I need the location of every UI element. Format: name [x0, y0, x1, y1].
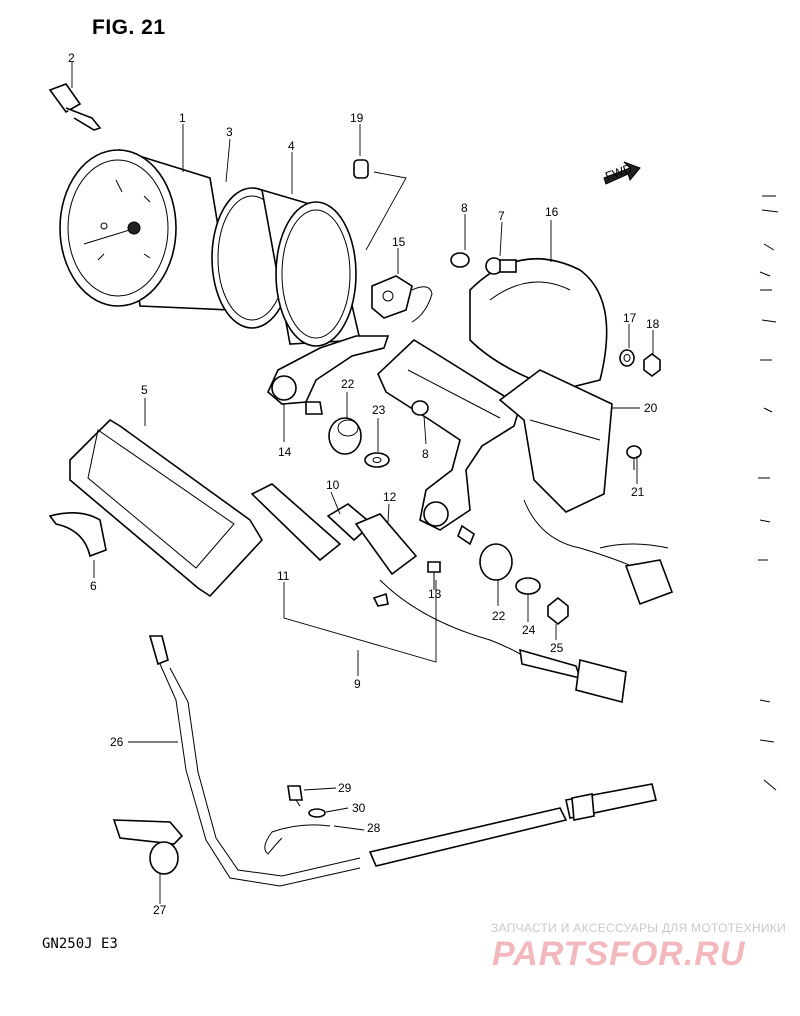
callout-21: 21 [631, 485, 645, 499]
part-16-indicator-housing [469, 258, 608, 391]
callout-5: 5 [141, 383, 148, 397]
part-7-socket [485, 257, 517, 275]
part-22-grommet-upper [328, 417, 362, 455]
callout-22-upper: 22 [341, 377, 355, 391]
leader-lines [71, 62, 654, 904]
part-21-screw [626, 445, 642, 470]
callout-28: 28 [367, 821, 381, 835]
callout-30: 30 [352, 801, 366, 815]
part-23-washer [364, 452, 390, 468]
part-17-washer [619, 349, 635, 367]
part-24-washer [515, 577, 541, 595]
callout-4: 4 [288, 139, 295, 153]
part-18-nut [643, 353, 661, 377]
part-11-switch-case [250, 483, 342, 562]
part-14-bracket [267, 335, 390, 415]
callout-16: 16 [545, 205, 559, 219]
part-29-bolt [287, 785, 303, 807]
part-26-speedometer-cable [148, 635, 657, 887]
watermark-logo: PARTSFOR.RU [492, 935, 746, 973]
part-9-harness [379, 579, 627, 704]
part-30-washer [308, 808, 326, 818]
model-code: GN250J E3 [42, 936, 118, 952]
callout-6: 6 [90, 579, 97, 593]
callout-15: 15 [392, 235, 406, 249]
callout-1: 1 [179, 111, 186, 125]
part-13-screw-b [372, 592, 389, 607]
callout-23: 23 [372, 403, 386, 417]
callout-26: 26 [110, 735, 124, 749]
callout-25: 25 [550, 641, 564, 655]
part-2-cable-nut [48, 83, 102, 131]
callout-24: 24 [522, 623, 536, 637]
fwd-marker [603, 161, 641, 185]
callout-17: 17 [623, 311, 637, 325]
callout-12: 12 [383, 490, 397, 504]
callout-18: 18 [646, 317, 660, 331]
part-12-switch-body [354, 513, 418, 576]
callout-7: 7 [498, 209, 505, 223]
part-1-speedometer [59, 148, 237, 311]
part-8-bulb [450, 252, 470, 268]
part-15-clip [371, 275, 433, 323]
callout-22-lower: 22 [492, 609, 506, 623]
callout-27: 27 [153, 903, 167, 917]
callout-13: 13 [428, 587, 442, 601]
part-27-clamp [112, 819, 184, 875]
callout-11: 11 [277, 569, 290, 583]
part-22-grommet-lower [479, 543, 513, 581]
scan-edge-marks [758, 195, 779, 791]
part-8-bulb-lower [411, 400, 429, 416]
callout-29: 29 [338, 781, 352, 795]
watermark-subtitle: ЗАПЧАСТИ И АКСЕССУАРЫ ДЛЯ МОТОТЕХНИКИ [491, 921, 787, 935]
callout-10: 10 [326, 478, 340, 492]
callout-20: 20 [644, 401, 658, 415]
part-5-gear-indicator-cover [69, 418, 263, 598]
figure-title: FIG. 21 [92, 16, 166, 39]
part-20-indicator-panel [498, 369, 613, 513]
part-4-meter-case [260, 188, 361, 347]
callout-2: 2 [68, 51, 75, 65]
part-25-nut [547, 596, 569, 626]
main-bracket [377, 338, 521, 546]
part-28-clip [264, 824, 331, 855]
callout-labels: 2 1 3 4 19 15 8 7 16 17 18 20 21 5 6 14 … [68, 51, 660, 917]
part-6-gasket [48, 512, 107, 558]
callout-19: 19 [350, 111, 364, 125]
callout-14: 14 [278, 445, 292, 459]
part-13-screw-a [427, 561, 441, 590]
callout-3: 3 [226, 125, 233, 139]
callout-8-upper: 8 [461, 201, 468, 215]
part-19-grommet [353, 159, 369, 179]
callout-9: 9 [354, 677, 361, 691]
wiring-harness-upper [523, 499, 674, 606]
callout-8-lower: 8 [422, 447, 429, 461]
